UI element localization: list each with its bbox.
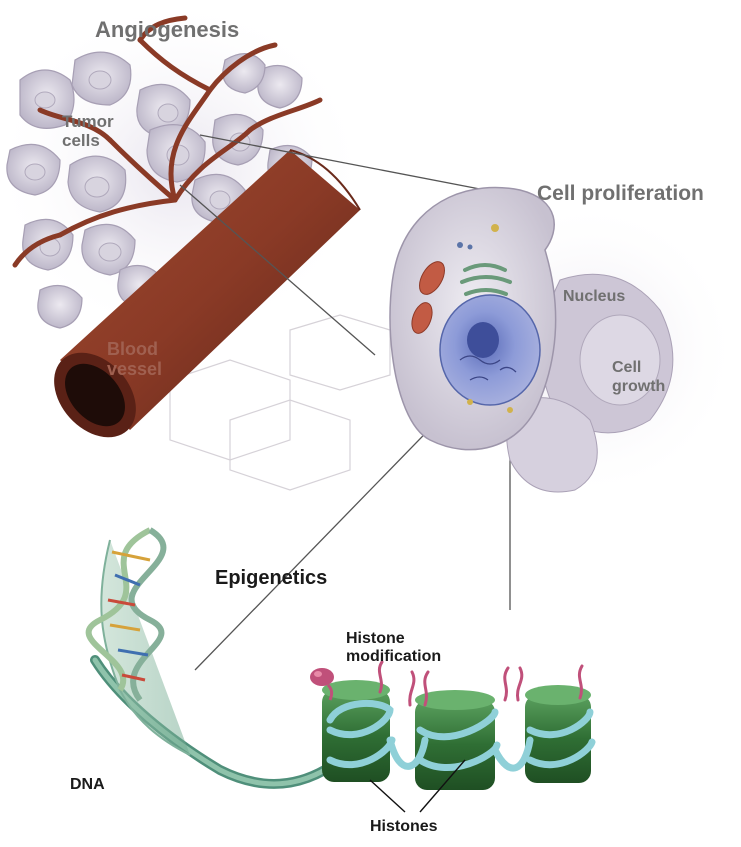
cell	[390, 188, 556, 450]
cell-growth-label-line1: Cell	[612, 358, 665, 377]
cell-growth-label-line2: growth	[612, 377, 665, 396]
tumor-cells-label: Tumor cells	[62, 112, 114, 150]
nucleus-label: Nucleus	[563, 288, 625, 306]
blood-vessel-label: Blood vessel	[107, 339, 162, 379]
histone-modification-label-line2: modification	[346, 648, 441, 666]
epigenetics-label: Epigenetics	[215, 567, 327, 590]
blood-vessel-label-line1: Blood	[107, 339, 162, 359]
cell-growth-label: Cell growth	[612, 358, 665, 396]
histones-label: Histones	[370, 818, 438, 836]
nucleolus	[467, 322, 499, 358]
cell-proliferation-label: Cell proliferation	[537, 182, 704, 206]
dna-label: DNA	[70, 776, 105, 794]
angiogenesis-label: Angiogenesis	[95, 17, 239, 43]
histone-modification-label: Histone modification	[346, 630, 441, 666]
chromatin	[310, 662, 592, 790]
tumor-cells-label-line1: Tumor	[62, 112, 114, 131]
blood-vessel-label-line2: vessel	[107, 359, 162, 379]
histone-modification-label-line1: Histone	[346, 630, 441, 648]
tumor-cells-label-line2: cells	[62, 131, 114, 150]
